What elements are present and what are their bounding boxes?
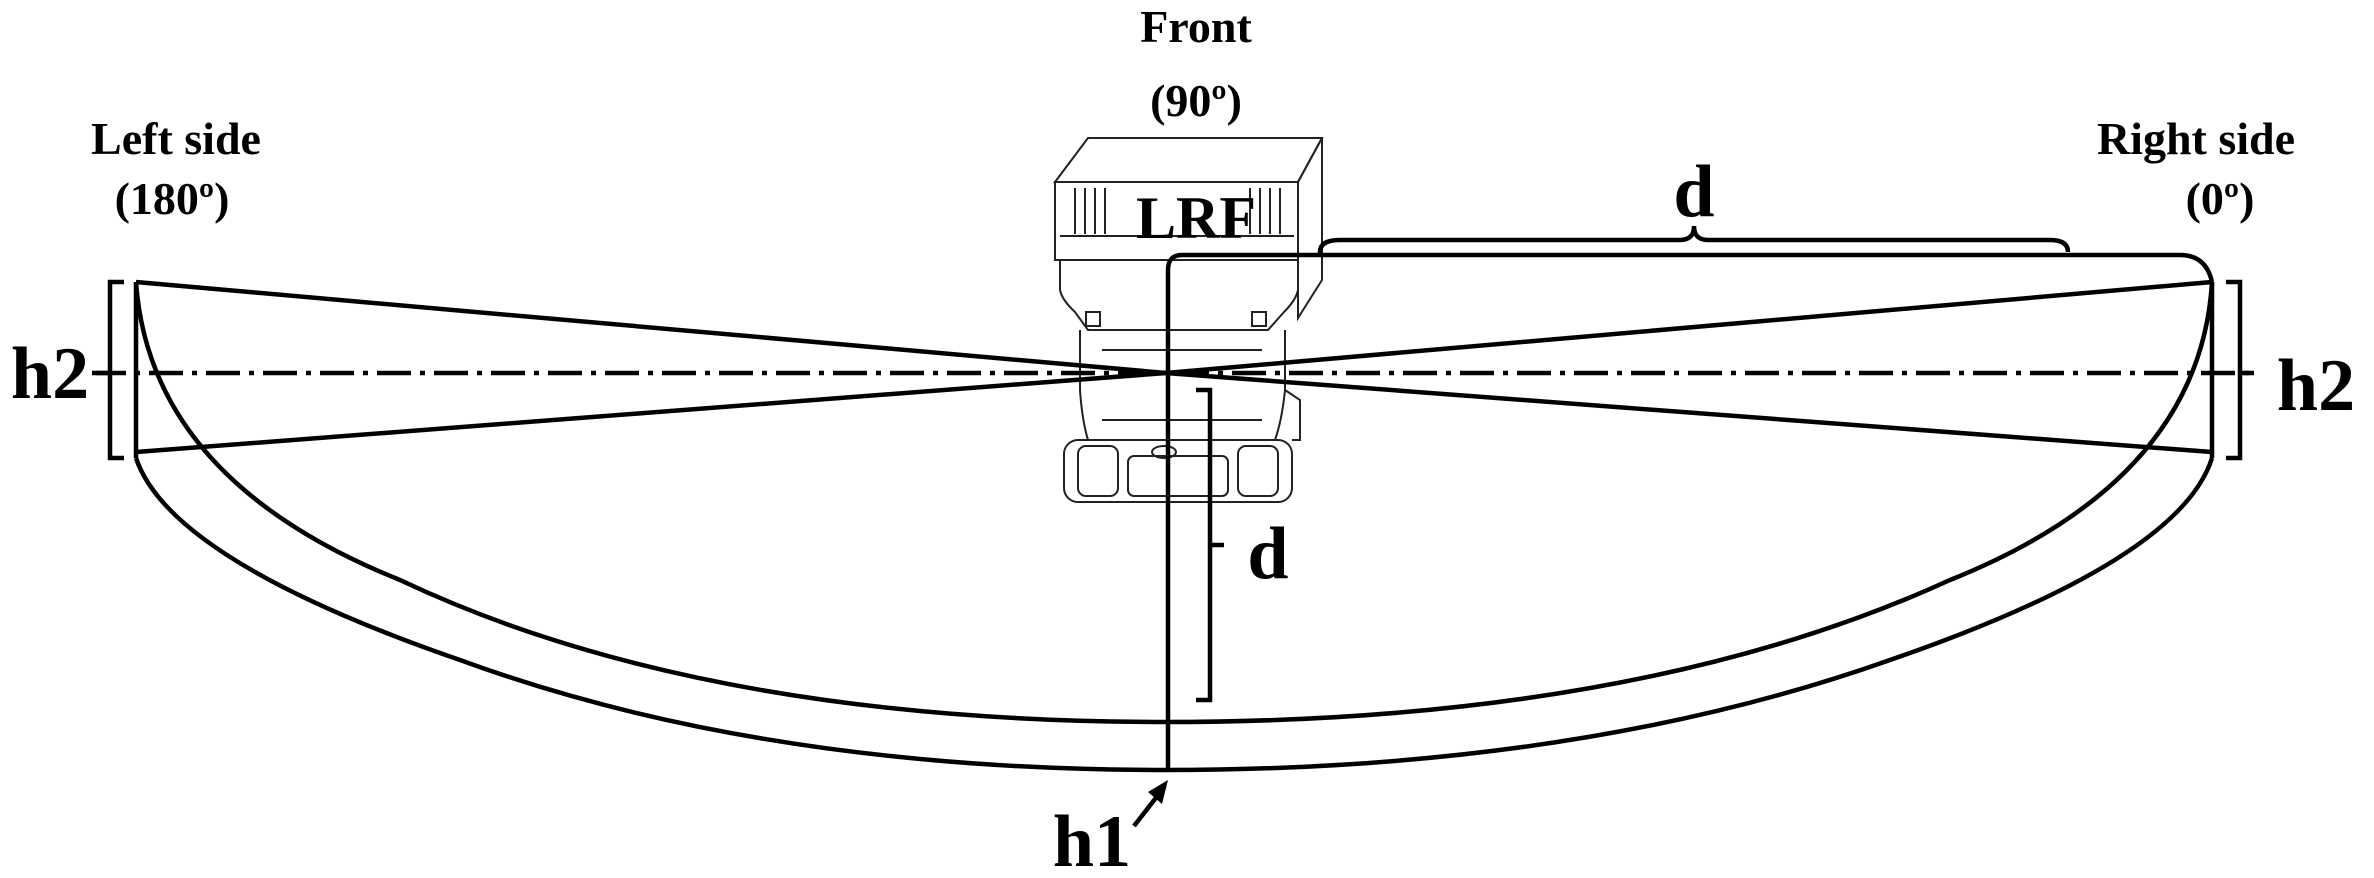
d-top-label: d bbox=[1673, 151, 1714, 233]
h1-label: h1 bbox=[1053, 801, 1131, 878]
sensor-side-connector bbox=[1284, 389, 1301, 441]
lrf-sensor-device bbox=[1053, 137, 1324, 503]
front-label: Front bbox=[1140, 1, 1252, 52]
left-side-label: Left side bbox=[91, 113, 261, 164]
h2-left-label: h2 bbox=[11, 333, 89, 415]
dimension-brackets bbox=[96, 225, 2254, 828]
left-side-angle-label: (180º) bbox=[115, 173, 230, 224]
sensor-connector bbox=[1127, 455, 1229, 497]
d-vertical-bracket bbox=[1196, 387, 1224, 703]
sensor-label: LRF bbox=[1136, 185, 1256, 251]
sensor-foot-right bbox=[1237, 445, 1279, 497]
right-side-label: Right side bbox=[2097, 113, 2295, 164]
h2-right-label: h2 bbox=[2277, 345, 2355, 427]
scan-geometry bbox=[92, 252, 2258, 773]
sensor-port bbox=[1151, 445, 1177, 459]
distance-path bbox=[1165, 252, 2215, 770]
h2-right-bracket bbox=[2226, 279, 2254, 461]
beam-right-lower bbox=[1165, 370, 2213, 455]
right-side-angle-label: (0º) bbox=[2186, 173, 2255, 224]
front-angle-label: (90º) bbox=[1150, 75, 1242, 126]
beam-left-lower bbox=[135, 370, 1167, 455]
h1-arrow-head bbox=[1148, 780, 1168, 804]
beam-left-upper bbox=[135, 279, 1167, 376]
d-vertical-label: d bbox=[1247, 513, 1288, 595]
sensor-body-upper bbox=[1059, 260, 1299, 331]
beam-right-upper bbox=[1165, 279, 2213, 376]
sensor-neck bbox=[1079, 330, 1286, 441]
sensor-bolt-left bbox=[1085, 311, 1101, 327]
d-top-brace bbox=[1317, 225, 2071, 255]
sensor-foot-left bbox=[1077, 445, 1119, 497]
sensor-top-face bbox=[1053, 137, 1324, 183]
h2-left-bracket bbox=[96, 279, 124, 461]
sensor-bolt-right bbox=[1251, 311, 1267, 327]
sensor-side-face bbox=[1297, 137, 1323, 322]
sensor-vent-slats bbox=[1060, 188, 1294, 237]
sensor-base bbox=[1063, 439, 1293, 503]
